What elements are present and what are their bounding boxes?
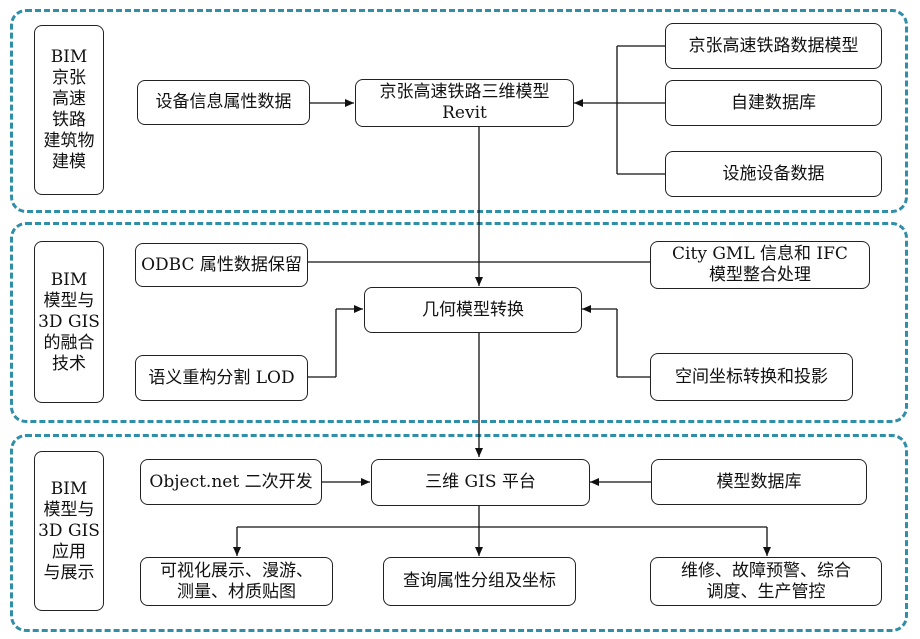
label-line: BIM xyxy=(50,478,88,499)
section-panel-modeling xyxy=(10,9,908,213)
label-line: 建筑物 xyxy=(43,131,95,151)
node-visualization: 可视化展示、漫游、 测量、材质贴图 xyxy=(140,557,333,606)
node-query-attributes: 查询属性分组及坐标 xyxy=(383,557,576,606)
label-line: 与展示 xyxy=(43,562,95,583)
label-line: 3D GIS xyxy=(38,520,100,541)
label-line: 京张 xyxy=(52,68,86,88)
node-line: 模型整合处理 xyxy=(708,265,811,285)
node-3d-model-revit: 京张高速铁路三维模型 Revit xyxy=(355,79,574,127)
section-label-modeling: BIM 京张 高速 铁路 建筑物 建模 xyxy=(34,25,104,195)
node-line: 京张高速铁路三维模型 xyxy=(379,82,550,102)
node-facility-data: 设施设备数据 xyxy=(665,151,882,197)
label-line: 的融合 xyxy=(43,332,95,353)
label-line: 技术 xyxy=(52,353,86,374)
section-panel-application xyxy=(10,434,908,632)
node-objectnet-dev: Object.net 二次开发 xyxy=(140,459,322,505)
label-line: BIM xyxy=(50,269,88,290)
node-line: 维修、故障预警、综合 xyxy=(681,560,851,581)
section-label-application: BIM 模型与 3D GIS 应用 与展示 xyxy=(34,451,104,611)
label-line: 模型与 xyxy=(43,290,95,311)
node-line: 测量、材质贴图 xyxy=(177,581,296,602)
node-geometry-conversion: 几何模型转换 xyxy=(364,287,582,333)
node-odbc: ODBC 属性数据保留 xyxy=(135,243,308,287)
node-line: Revit xyxy=(442,103,487,123)
node-device-attr-data: 设备信息属性数据 xyxy=(137,80,310,125)
node-maintenance: 维修、故障预警、综合 调度、生产管控 xyxy=(650,557,882,606)
node-rail-data-model: 京张高速铁路数据模型 xyxy=(665,23,882,69)
node-line: 调度、生产管控 xyxy=(706,581,826,602)
node-3d-gis-platform: 三维 GIS 平台 xyxy=(371,459,590,506)
label-line: 建模 xyxy=(52,152,86,172)
label-line: BIM xyxy=(50,47,88,67)
node-model-database: 模型数据库 xyxy=(651,459,867,505)
label-line: 铁路 xyxy=(52,110,86,130)
section-panel-fusion xyxy=(10,222,908,423)
section-label-fusion: BIM 模型与 3D GIS 的融合 技术 xyxy=(34,241,104,403)
node-semantic-lod: 语义重构分割 LOD xyxy=(135,355,308,401)
label-line: 应用 xyxy=(52,541,86,562)
node-spatial-projection: 空间坐标转换和投影 xyxy=(650,353,853,401)
node-self-built-db: 自建数据库 xyxy=(665,80,882,126)
label-line: 模型与 xyxy=(43,499,95,520)
label-line: 高速 xyxy=(52,89,86,109)
node-line: City GML 信息和 IFC xyxy=(672,244,848,264)
node-line: 可视化展示、漫游、 xyxy=(160,560,313,581)
node-citygml-ifc: City GML 信息和 IFC 模型整合处理 xyxy=(650,241,870,289)
label-line: 3D GIS xyxy=(38,311,100,332)
